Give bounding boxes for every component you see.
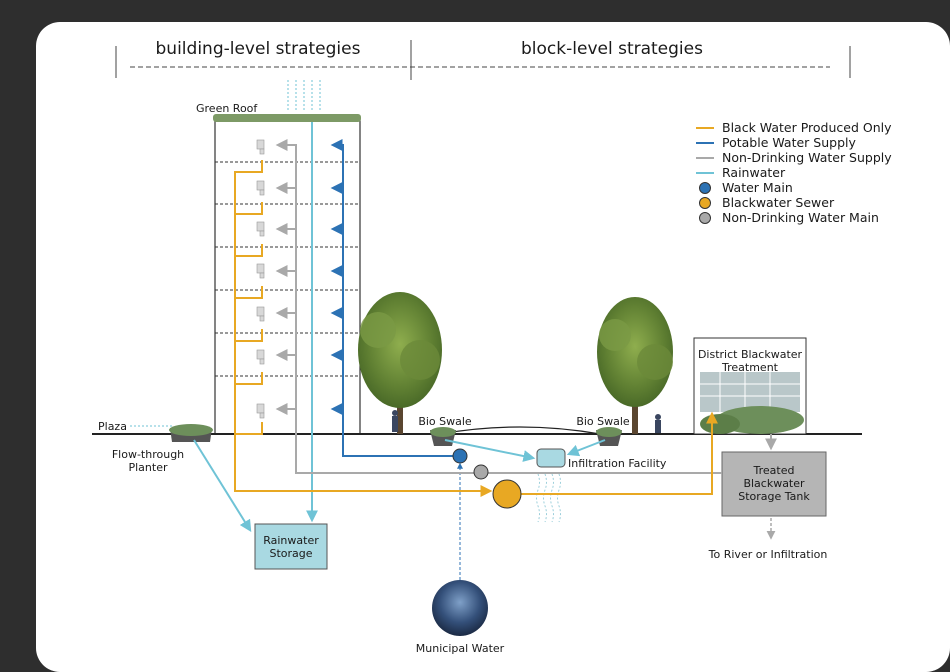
legend-item: Rainwater xyxy=(696,165,786,180)
to-river-label: To River or Infiltration xyxy=(708,548,828,561)
toilet-icon xyxy=(256,180,265,196)
rainwater-storage-line2: Storage xyxy=(269,547,312,560)
toilet-icon xyxy=(256,306,265,322)
bio-swale-2 xyxy=(596,427,622,446)
legend-label: Potable Water Supply xyxy=(722,135,856,150)
legend-item: Blackwater Sewer xyxy=(699,195,835,210)
legend-item: Non-Drinking Water Main xyxy=(699,210,879,225)
planter-label-line1: Flow-through xyxy=(112,448,184,461)
blackwater-sewer xyxy=(492,479,522,509)
municipal-water-label: Municipal Water xyxy=(416,642,505,655)
legend-dot-swatch xyxy=(699,212,711,224)
header-building-level: building-level strategies xyxy=(156,39,361,59)
legend-label: Rainwater xyxy=(722,165,786,180)
green-roof-label: Green Roof xyxy=(196,102,258,115)
non-drinking-pipes xyxy=(275,139,722,474)
water-main xyxy=(452,448,468,464)
pedestrian-icon xyxy=(392,410,398,432)
tree-2 xyxy=(597,297,673,434)
legend-item: Non-Drinking Water Supply xyxy=(696,150,892,165)
tank-label-line2: Blackwater xyxy=(743,477,805,490)
storage-tank xyxy=(721,451,827,517)
legend-item: Water Main xyxy=(699,180,793,195)
header-block-level: block-level strategies xyxy=(521,39,703,59)
infiltration-label: Infiltration Facility xyxy=(568,457,667,470)
water-strategies-diagram: building-level strategies block-level st… xyxy=(92,39,892,655)
legend-item: Black Water Produced Only xyxy=(696,120,892,135)
bio-swale-1 xyxy=(430,427,456,446)
flow-through-planter xyxy=(169,424,213,442)
legend-label: Black Water Produced Only xyxy=(722,120,892,135)
legend-label: Non-Drinking Water Main xyxy=(722,210,879,225)
header: building-level strategies block-level st… xyxy=(115,39,851,80)
toilet-icon xyxy=(256,139,265,155)
legend-label: Blackwater Sewer xyxy=(722,195,835,210)
tree-1 xyxy=(358,292,442,434)
building: Green Roof xyxy=(196,80,361,435)
treatment-label-line1: District Blackwater xyxy=(698,348,803,361)
treatment-label-line2: Treatment xyxy=(721,361,779,374)
bio-swale-label-1: Bio Swale xyxy=(418,415,472,428)
toilet-icon xyxy=(256,403,265,419)
toilet-icon xyxy=(256,263,265,279)
legend-dot-swatch xyxy=(699,182,711,194)
planter-label-line2: Planter xyxy=(128,461,167,474)
toilet-icon xyxy=(256,221,265,237)
toilet-icon xyxy=(256,349,265,365)
infiltration-waves xyxy=(536,473,561,523)
toilet-fixtures xyxy=(256,139,265,419)
legend-label: Non-Drinking Water Supply xyxy=(722,150,892,165)
blackwater-pipes xyxy=(234,160,718,497)
rainwater-storage xyxy=(254,523,328,570)
plaza-label: Plaza xyxy=(98,420,127,433)
legend-dot-swatch xyxy=(699,197,711,209)
legend-item: Potable Water Supply xyxy=(696,135,856,150)
bio-swale-label-2: Bio Swale xyxy=(576,415,630,428)
non-drinking-water-main xyxy=(473,464,489,480)
tank-label-line1: Treated xyxy=(753,464,795,477)
legend-label: Water Main xyxy=(722,180,793,195)
rainwater-pipes xyxy=(193,122,606,533)
green-roof xyxy=(213,114,361,122)
potable-pipes xyxy=(330,139,458,457)
rainwater-storage-line1: Rainwater xyxy=(263,534,319,547)
municipal-water-icon xyxy=(432,580,488,636)
tank-label-line3: Storage Tank xyxy=(738,490,810,503)
infiltration-facility xyxy=(536,448,566,468)
pedestrian-icon xyxy=(655,414,661,433)
